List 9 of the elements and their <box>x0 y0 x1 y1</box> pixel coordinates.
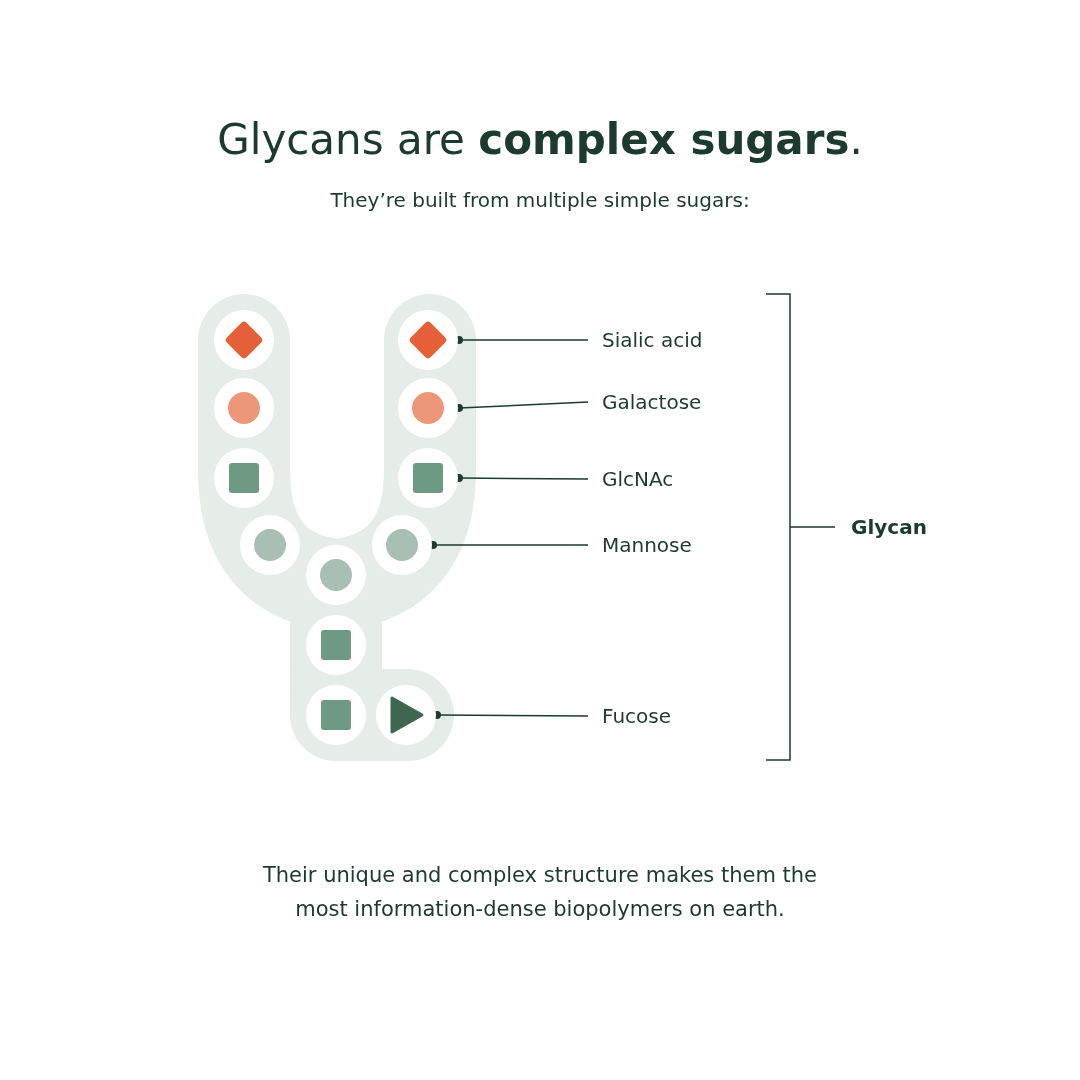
title: Glycans are complex sugars. <box>216 114 864 166</box>
part-label: Mannose <box>602 531 692 559</box>
caption: Their unique and complex structure makes them the most information-dense biopolymers on earth. <box>261 862 819 923</box>
part-label: Fucose <box>602 702 672 730</box>
part-label: Galactose <box>602 388 702 416</box>
part-label: Sialic acid <box>602 326 703 354</box>
bracket-label: Glycan <box>851 514 927 541</box>
part-label: GlcNAc <box>602 465 674 493</box>
subtitle: They’re built from multiple simple sugars: <box>329 187 751 214</box>
